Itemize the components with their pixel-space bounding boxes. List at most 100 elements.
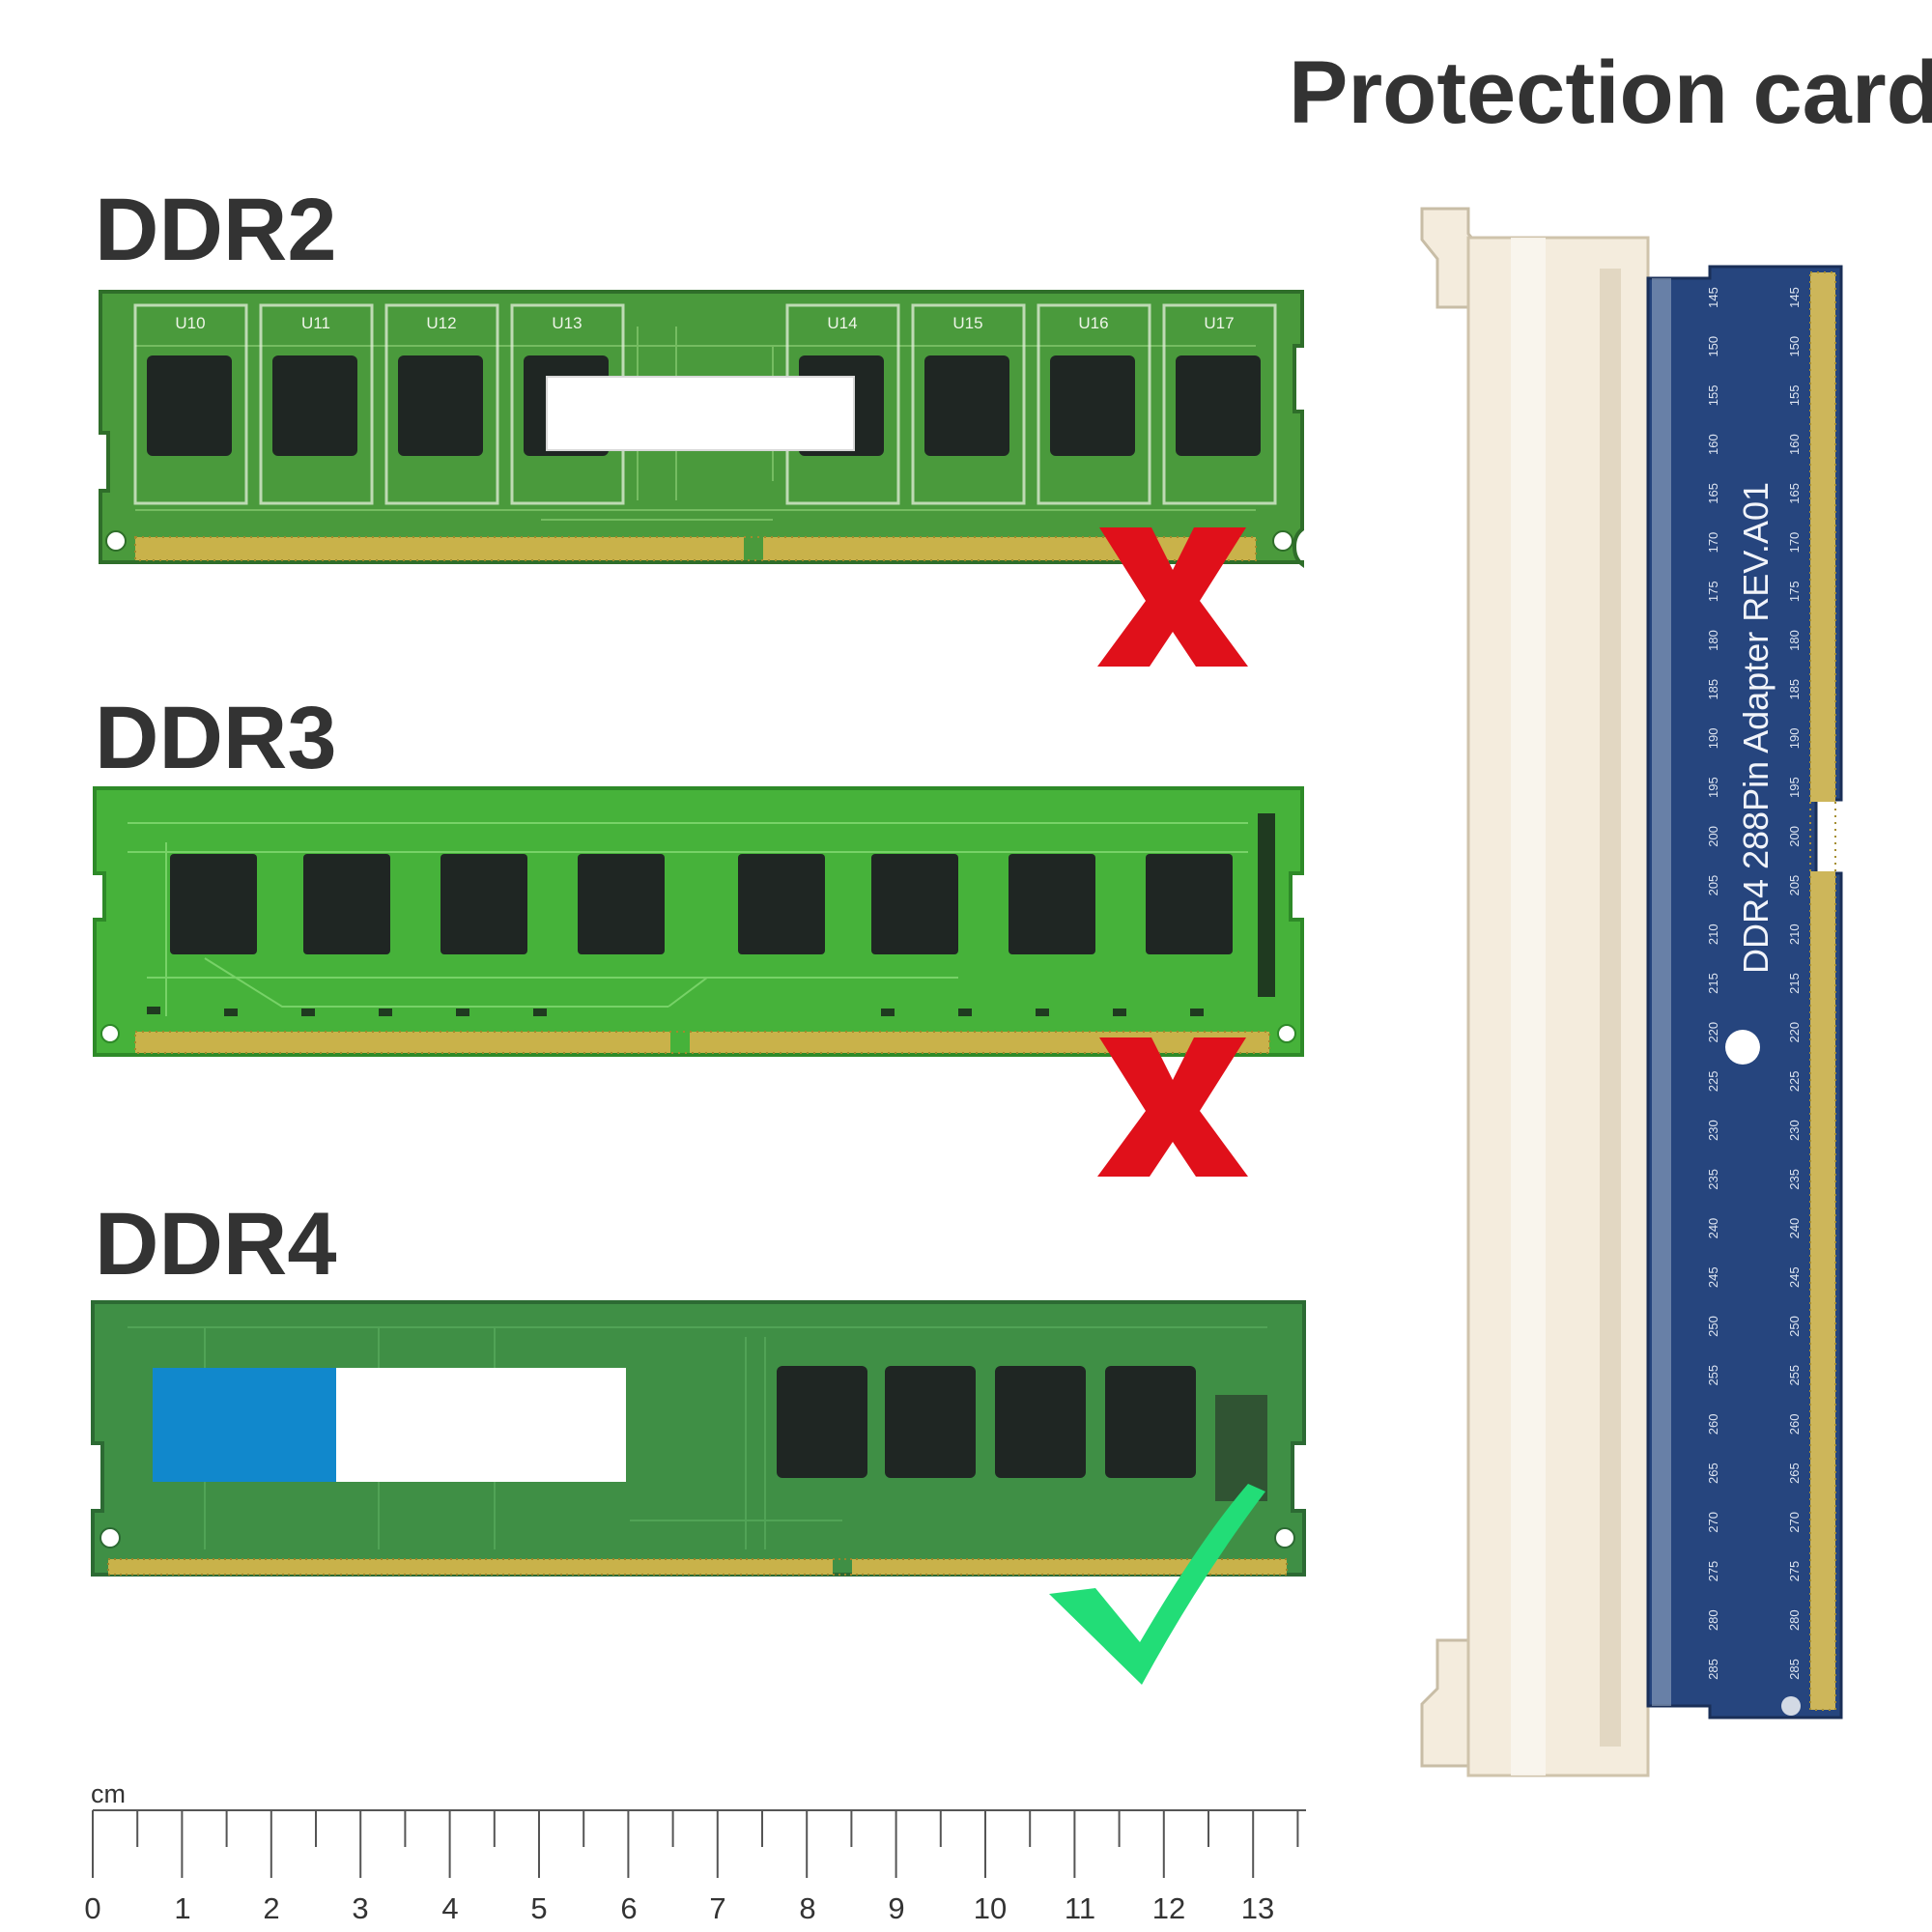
ddr4-gold-contacts-right <box>852 1559 1287 1575</box>
adapter-pin-number: 165 <box>1787 483 1802 504</box>
ddr4-mount-hole <box>1274 1527 1295 1548</box>
chip-label: U14 <box>827 314 857 332</box>
chip-label: U12 <box>426 314 456 332</box>
adapter-pin-number: 240 <box>1706 1218 1720 1239</box>
ddr4-gold-contacts-left <box>108 1559 833 1575</box>
ruler-label: 12 <box>1151 1891 1186 1925</box>
ruler-label: 13 <box>1240 1891 1275 1925</box>
ruler-label: 2 <box>263 1891 280 1925</box>
adapter-mount-hole <box>1725 1030 1760 1065</box>
adapter-pin-number: 230 <box>1706 1120 1720 1141</box>
ddr2-gold-contacts-right <box>763 537 1256 560</box>
ruler-label: 6 <box>620 1891 638 1925</box>
adapter-pin-number: 170 <box>1706 532 1720 554</box>
ddr2-title: DDR2 <box>95 181 337 279</box>
memory-chip <box>1009 854 1095 954</box>
memory-slot-body <box>1466 236 1650 1777</box>
adapter-pin-number: 215 <box>1787 973 1802 994</box>
adapter-contact-pins <box>1809 271 1836 1711</box>
chip-label: U17 <box>1204 314 1234 332</box>
chip-label: U11 <box>301 314 330 332</box>
adapter-pin-number: 155 <box>1706 385 1720 407</box>
adapter-pin-number: 185 <box>1787 679 1802 700</box>
adapter-pin-number: 215 <box>1706 973 1720 994</box>
ddr4-module <box>91 1300 1306 1685</box>
ddr4-memory-chips <box>777 1366 1196 1478</box>
adapter-pin-number: 275 <box>1706 1561 1720 1582</box>
adapter-pin-number: 200 <box>1787 826 1802 847</box>
adapter-pin-number: 175 <box>1787 581 1802 602</box>
adapter-pin-number: 195 <box>1787 777 1802 798</box>
chip-label: U13 <box>552 314 582 332</box>
adapter-pin-number: 195 <box>1706 777 1720 798</box>
page-title: Protection card <box>1289 43 1932 142</box>
ruler-label: 7 <box>709 1891 726 1925</box>
adapter-pin-number: 190 <box>1706 728 1720 750</box>
adapter-pin-number: 175 <box>1706 581 1720 602</box>
adapter-pin-number: 260 <box>1787 1414 1802 1435</box>
chip-label: U16 <box>1078 314 1108 332</box>
memory-chip <box>303 854 390 954</box>
ddr3-module <box>93 786 1304 1177</box>
adapter-pin-number: 160 <box>1706 434 1720 455</box>
adapter-pin-number: 265 <box>1787 1463 1802 1484</box>
adapter-gold-contacts-top <box>1810 272 1835 802</box>
adapter-pin-number: 285 <box>1706 1659 1720 1680</box>
memory-chip <box>924 355 1009 456</box>
adapter-pin-number: 230 <box>1787 1120 1802 1141</box>
memory-chip <box>738 854 825 954</box>
adapter-pin-number: 160 <box>1787 434 1802 455</box>
ruler-label: 0 <box>84 1891 101 1925</box>
adapter-pin-number: 280 <box>1706 1609 1720 1631</box>
memory-chip <box>1105 1366 1196 1478</box>
adapter-pin-number: 190 <box>1787 728 1802 750</box>
adapter-board-label: DDR4 288Pin Adapter REV.A01 <box>1736 482 1776 974</box>
ddr2-mount-hole <box>105 530 127 552</box>
adapter-pin-number: 265 <box>1706 1463 1720 1484</box>
memory-chip <box>147 355 232 456</box>
adapter-pin-number: 205 <box>1706 875 1720 896</box>
ddr4-label-blue <box>153 1368 336 1482</box>
memory-chip <box>440 854 527 954</box>
adapter-pin-number: 210 <box>1706 923 1720 945</box>
memory-chip <box>995 1366 1086 1478</box>
memory-chip <box>272 355 357 456</box>
adapter-pin-number: 150 <box>1706 336 1720 357</box>
adapter-pin-number: 255 <box>1787 1365 1802 1386</box>
adapter-pin-number: 170 <box>1787 532 1802 554</box>
red-cross-icon <box>1097 1037 1248 1177</box>
ddr3-mount-hole <box>1277 1024 1296 1043</box>
adapter-pin-number: 250 <box>1787 1316 1802 1337</box>
ddr2-contact-pins <box>134 536 1257 561</box>
ddr3-mount-hole <box>100 1024 120 1043</box>
adapter-pin-number: 280 <box>1787 1609 1802 1631</box>
adapter-gold-contacts-bottom <box>1810 871 1835 1710</box>
ddr3-contact-pins <box>134 1031 1270 1054</box>
ruler-label: 5 <box>530 1891 548 1925</box>
adapter-pin-number: 275 <box>1787 1561 1802 1582</box>
adapter-pin-number: 240 <box>1787 1218 1802 1239</box>
memory-chip <box>777 1366 867 1478</box>
ddr3-title: DDR3 <box>95 689 337 787</box>
ruler-label: 1 <box>174 1891 191 1925</box>
adapter-pin-number: 235 <box>1787 1169 1802 1190</box>
ddr2-blank-sticker <box>546 376 855 451</box>
ruler-label: 3 <box>352 1891 369 1925</box>
ddr3-memory-chips <box>170 854 1233 954</box>
adapter-pin-number: 180 <box>1787 630 1802 651</box>
ddr4-spd-area <box>1215 1395 1267 1501</box>
green-check-icon <box>1049 1484 1265 1685</box>
adapter-pin-number: 165 <box>1706 483 1720 504</box>
ruler-unit-label: cm <box>91 1779 126 1808</box>
adapter-pin-number: 245 <box>1787 1266 1802 1288</box>
adapter-pin-number: 185 <box>1706 679 1720 700</box>
adapter-pin-number: 180 <box>1706 630 1720 651</box>
ddr4-title: DDR4 <box>95 1195 337 1293</box>
memory-chip <box>1176 355 1261 456</box>
ddr3-pcb <box>93 786 1304 1057</box>
adapter-pin-number: 270 <box>1787 1512 1802 1533</box>
adapter-pin-number: 245 <box>1706 1266 1720 1288</box>
ddr3-gold-contacts-left <box>135 1032 670 1053</box>
ruler-label: 4 <box>441 1891 459 1925</box>
